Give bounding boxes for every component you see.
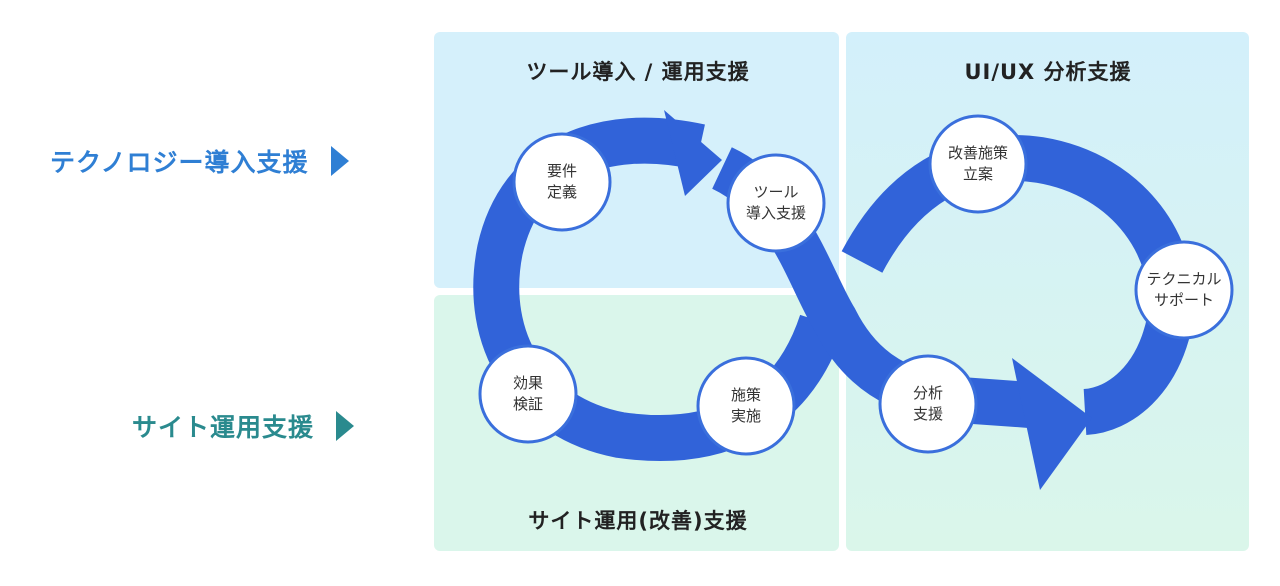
node-requirements [512,132,612,232]
node-measure [696,356,796,456]
node-label-line: 効果 [512,374,543,392]
node-label-line: サポート [1153,291,1214,309]
node-label-line: 立案 [962,165,993,183]
node-tool-intro [726,153,826,253]
panel-title-tool: ツール導入 / 運用支援 [526,60,750,84]
row-label-site-text: サイト運用支援 [132,413,315,442]
play-arrow-icon [336,411,355,441]
row-label-technology: テクノロジー導入支援 [50,143,349,179]
play-arrow-icon [330,146,349,176]
row-label-site: サイト運用支援 [132,408,355,444]
node-label-line: 定義 [546,183,577,201]
node-technical [1134,240,1234,340]
node-label-line: ツール [753,183,799,201]
node-label-line: 導入支援 [745,204,806,222]
node-label-line: 支援 [912,405,943,423]
node-label-effect: 効果 検証 [473,373,583,415]
node-effect [478,344,578,444]
row-label-technology-text: テクノロジー導入支援 [50,148,309,177]
node-improve [928,114,1028,214]
panel-title-site: サイト運用(改善)支援 [528,509,748,533]
panel-title-uiux: UI/UX 分析支援 [964,60,1132,84]
node-label-line: 分析 [912,384,943,402]
node-label-technical: テクニカル サポート [1129,269,1239,311]
node-circles [478,114,1234,456]
node-label-line: テクニカル [1146,270,1222,288]
loop-arrowhead-top [664,110,722,196]
node-label-measure: 施策 実施 [691,385,801,427]
node-label-line: 要件 [546,162,577,180]
node-label-tool-intro: ツール 導入支援 [721,182,831,224]
node-label-line: 改善施策 [947,144,1008,162]
node-label-requirements: 要件 定義 [507,161,617,203]
node-label-analysis: 分析 支援 [873,383,983,425]
node-label-line: 実施 [730,407,761,425]
node-label-improve: 改善施策 立案 [923,143,1033,185]
loop-arrowhead-bottom [1012,358,1092,490]
node-label-line: 検証 [512,395,543,413]
loop-right-ring [841,134,1195,435]
node-label-line: 施策 [730,386,761,404]
node-analysis [878,354,978,454]
